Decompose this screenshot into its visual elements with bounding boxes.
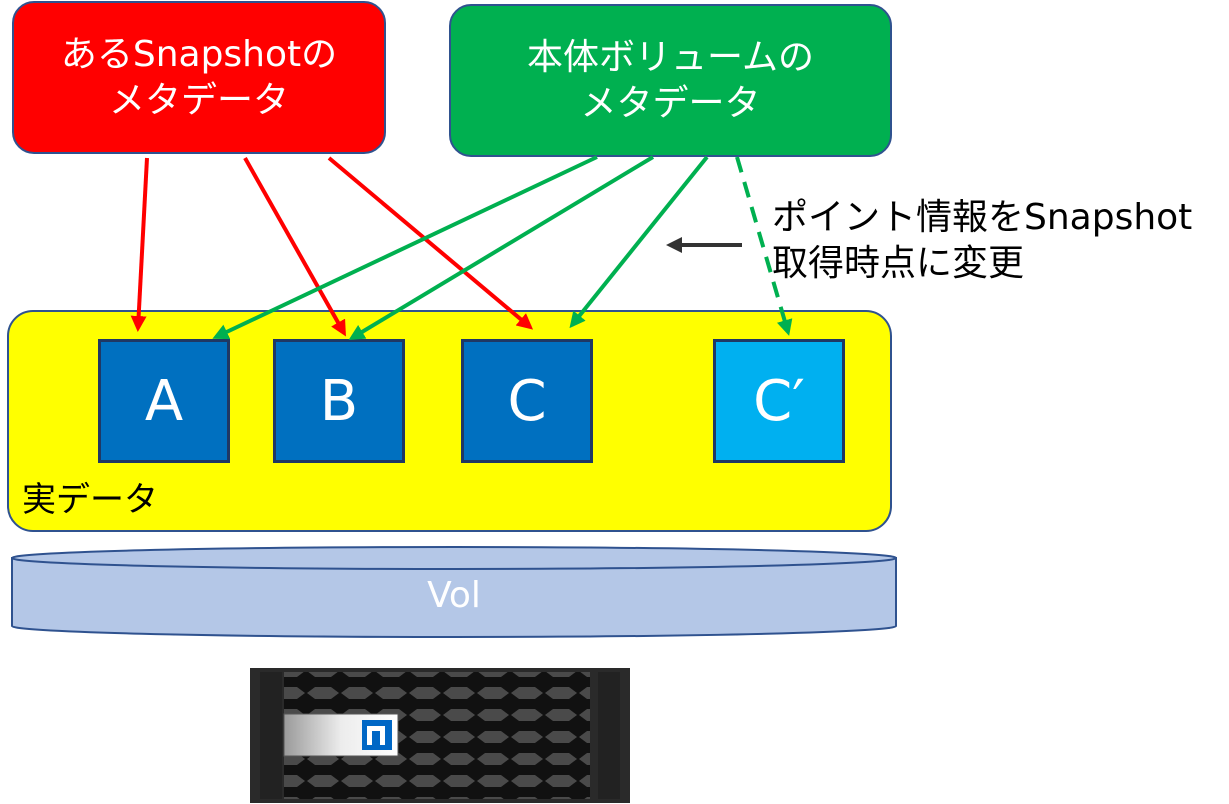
data-block-c-prime: C′ xyxy=(713,339,845,463)
snapshot-to-b-arrow xyxy=(243,157,346,337)
volume-to-a-arrow xyxy=(212,155,598,340)
snapshot-metadata-box: あるSnapshotの メタデータ xyxy=(12,1,386,154)
volume-label: Vol xyxy=(427,575,481,616)
real-data-label: 実データ xyxy=(22,480,158,520)
volume-to-c-prime-dashed-arrow xyxy=(735,156,793,336)
annotation-text: ポイント情報をSnapshot 取得時点に変更 xyxy=(772,195,1192,287)
data-block-b: B xyxy=(273,339,405,463)
volume-metadata-line1: 本体ボリュームの xyxy=(527,36,814,78)
annotation-line2: 取得時点に変更 xyxy=(772,243,1025,284)
volume-to-b-arrow xyxy=(348,155,655,341)
snapshot-metadata-line2: メタデータ xyxy=(108,79,289,121)
snapshot-metadata-line1: あるSnapshotの xyxy=(60,33,338,75)
volume-to-c-arrow xyxy=(569,155,709,329)
data-block-a: A xyxy=(98,339,230,463)
volume-metadata-line2: メタデータ xyxy=(580,82,761,124)
annotation-line1: ポイント情報をSnapshot xyxy=(772,197,1193,238)
snapshot-to-a-arrow xyxy=(130,157,149,332)
volume-metadata-box: 本体ボリュームの メタデータ xyxy=(449,4,892,157)
snapshot-to-c-arrow xyxy=(327,156,534,330)
data-block-c: C xyxy=(461,339,593,463)
